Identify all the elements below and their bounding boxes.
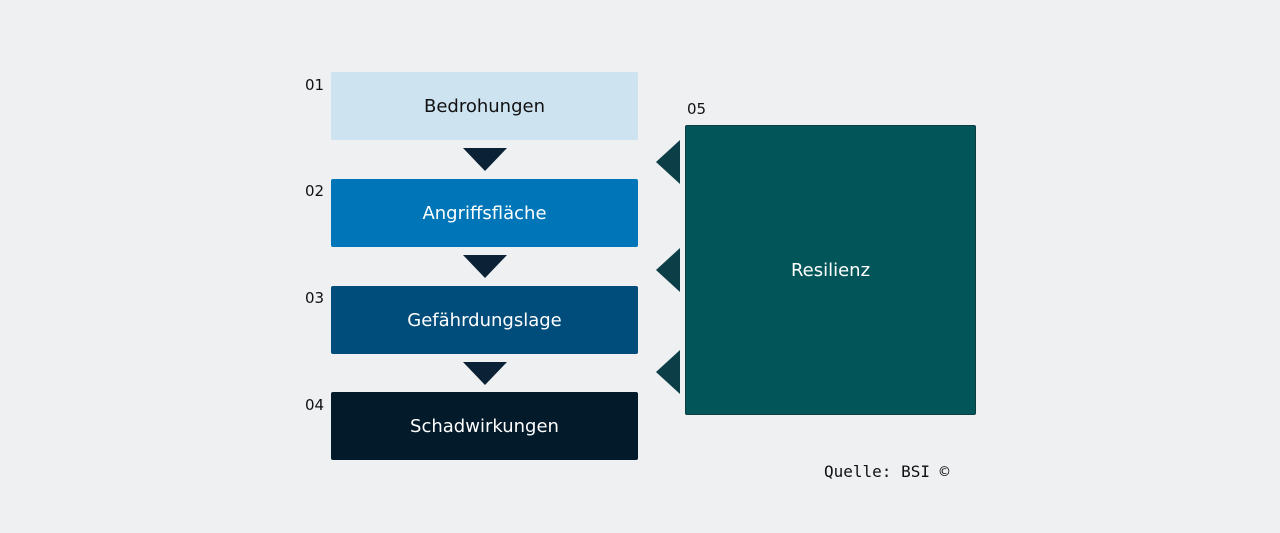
step-box-gefaehrdungslage: Gefährdungslage xyxy=(331,286,638,354)
source-caption: Quelle: BSI © xyxy=(824,462,950,481)
step-number-02: 02 xyxy=(305,182,325,200)
down-arrow-icon xyxy=(463,148,507,171)
step-number-05: 05 xyxy=(687,100,707,118)
step-box-bedrohungen: Bedrohungen xyxy=(331,72,638,140)
step-number-03: 03 xyxy=(305,289,325,307)
left-arrow-icon xyxy=(656,248,680,292)
left-arrow-icon xyxy=(656,350,680,394)
left-arrow-icon xyxy=(656,140,680,184)
resilience-box: Resilienz xyxy=(685,125,976,415)
down-arrow-icon xyxy=(463,255,507,278)
down-arrow-icon xyxy=(463,362,507,385)
step-number-01: 01 xyxy=(305,76,325,94)
step-box-angriffsflaeche: Angriffsfläche xyxy=(331,179,638,247)
step-number-04: 04 xyxy=(305,396,325,414)
step-box-schadwirkungen: Schadwirkungen xyxy=(331,392,638,460)
